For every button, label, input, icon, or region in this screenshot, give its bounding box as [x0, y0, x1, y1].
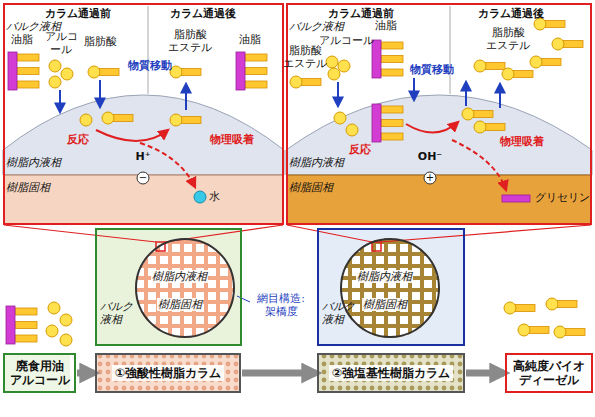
label-text: 物理吸着 [210, 134, 254, 147]
label-text: 水 [209, 191, 220, 204]
column-box: ②強塩基性樹脂カラム [317, 353, 465, 393]
flow-arrow [77, 370, 94, 377]
label-text: アルコール [44, 31, 79, 56]
label-text: 油脂 [375, 20, 397, 33]
label-text: H⁺ [135, 151, 150, 164]
node-text: ①強酸性樹脂カラム [112, 365, 224, 381]
node-text: カラム通過後 [478, 7, 544, 20]
bead-box: バルク液相樹脂内液相樹脂固相 [95, 228, 242, 346]
label-text: 脂肪酸 エステル [280, 45, 330, 70]
node-text: 樹脂固相 [6, 181, 50, 194]
node-text: 廃食用油 アルコール [5, 359, 74, 388]
node-text: ②強塩基性樹脂カラム [329, 365, 453, 381]
label-text: グリセリン [535, 192, 590, 205]
node-text: 樹脂内液相 [356, 270, 413, 283]
output-box: 高純度バイオ ディーゼル [505, 353, 593, 393]
node-text: バルク液相 [322, 300, 358, 326]
label-text: 網目構造: 架橋度 [249, 293, 313, 318]
node-text: 樹脂内液相 [289, 156, 344, 169]
resin-bead-art [4, 225, 591, 346]
label-text: 物理吸着 [500, 136, 544, 149]
label-text: 反応 [349, 144, 371, 157]
resin-bead: 樹脂内液相樹脂固相 [340, 238, 440, 338]
label-text: 油脂 [11, 34, 33, 47]
flow-arrow [242, 370, 316, 377]
label-text: 反応 [67, 134, 89, 147]
node-text: 樹脂内液相 [151, 270, 208, 283]
left-panel-art [3, 3, 284, 225]
label-text: 脂肪酸 [84, 36, 117, 49]
node-text: 高純度バイオ ディーゼル [507, 359, 591, 388]
column-fill [3, 353, 592, 393]
column-box: ①強酸性樹脂カラム [95, 353, 241, 393]
node-text: 樹脂内液相 [6, 156, 61, 169]
label-text: − [139, 173, 147, 183]
node-text: カラム通過後 [170, 7, 236, 20]
label-text: 物質移動 [410, 64, 454, 77]
bead-box: バルク液相樹脂内液相樹脂固相 [317, 228, 465, 346]
node-text: バルク液相 [289, 20, 344, 33]
node-text: バルク液相 [100, 300, 136, 326]
node-text: 樹脂固相 [157, 298, 203, 311]
flow-arrow [466, 370, 504, 377]
node-text: 樹脂固相 [362, 298, 408, 311]
node-text: カラム通過前 [328, 7, 394, 20]
label-text: 物質移動 [128, 60, 172, 73]
label-text: アルコール [319, 35, 374, 48]
label-text: 脂肪酸 エステル [164, 29, 216, 54]
node-text: カラム通過前 [45, 7, 111, 20]
label-text: OH⁻ [418, 151, 442, 164]
resin-bead: 樹脂内液相樹脂固相 [135, 238, 235, 338]
label-text: 油脂 [239, 34, 261, 47]
label-text: 脂肪酸 エステル [482, 27, 534, 52]
input-box: 廃食用油 アルコール [3, 353, 76, 393]
right-panel-art [286, 3, 592, 225]
label-text: + [426, 173, 434, 183]
node-text: 樹脂固相 [289, 181, 333, 194]
